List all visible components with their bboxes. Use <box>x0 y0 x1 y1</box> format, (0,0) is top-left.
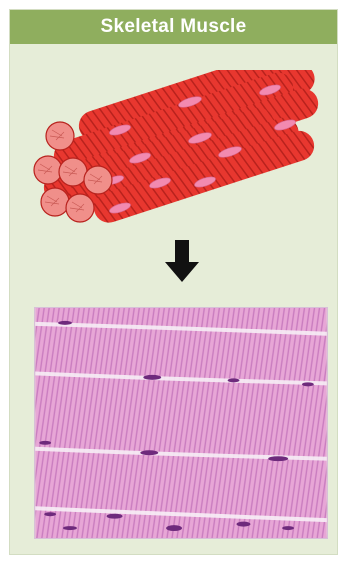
page-title: Skeletal Muscle <box>100 16 246 38</box>
muscle-tissue-micrograph <box>34 307 328 539</box>
muscle-fiber-bundle-illustration <box>20 70 330 230</box>
down-arrow-icon <box>162 236 202 286</box>
title-bar: Skeletal Muscle <box>10 10 337 44</box>
